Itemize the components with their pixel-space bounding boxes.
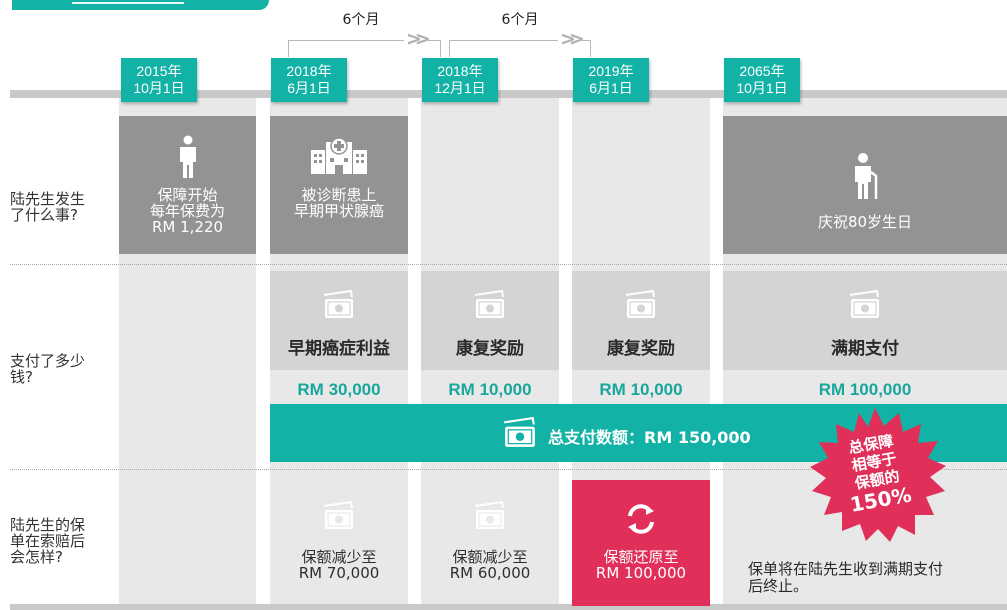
after-claim-col-2: 保额减少至 RM 60,000 <box>421 480 559 606</box>
row-label-line: 单在索赔后 <box>10 532 86 550</box>
event-box-coverage-start: 保障开始 每年保费为 RM 1,220 <box>119 116 256 254</box>
event-text: 早期甲状腺癌 <box>293 202 384 220</box>
row-label-line: 支付了多少 <box>10 352 86 370</box>
event-text: 保障开始 <box>157 186 218 204</box>
double-chevron-right-icon: >> <box>404 29 431 49</box>
cash-icon <box>500 416 540 454</box>
double-chevron-right-icon: >> <box>558 29 585 49</box>
payment-box-maturity: 满期支付 <box>723 271 1007 370</box>
date-day: 10月1日 <box>133 80 185 96</box>
payment-box-early-cancer: 早期癌症利益 <box>270 271 408 370</box>
payment-label: 康复奖励 <box>607 339 675 359</box>
date-year: 2018年 <box>437 63 483 79</box>
interval-label-1: 6个月 <box>342 12 380 28</box>
cash-icon <box>270 289 408 325</box>
policy-termination-text: 保单将在陆先生收到满期支付 后终止。 <box>748 561 998 595</box>
date-day: 12月1日 <box>434 80 486 96</box>
date-day: 6月1日 <box>589 80 633 96</box>
cash-icon <box>723 289 1007 325</box>
after-claim-text: 保额减少至 <box>452 548 528 566</box>
after-claim-text: RM 60,000 <box>449 564 531 582</box>
payment-box-recovery-2: 康复奖励 <box>572 271 710 370</box>
event-text: RM 1,220 <box>151 218 224 236</box>
row-label-line: 陆先生的保 <box>10 516 86 534</box>
timeline-bar <box>10 90 1007 98</box>
payment-label: 满期支付 <box>831 339 899 359</box>
cash-icon <box>572 289 710 325</box>
payment-amount: RM 10,000 <box>599 380 683 399</box>
row-label-payment: 支付了多少钱? <box>10 353 85 385</box>
bottom-bar <box>10 604 1007 610</box>
date-day: 10月1日 <box>736 80 788 96</box>
row-label-line: 钱? <box>10 368 33 386</box>
event-box-birthday: 庆祝80岁生日 <box>723 116 1007 254</box>
payment-amount: RM 30,000 <box>297 380 381 399</box>
after-claim-text: RM 100,000 <box>595 564 687 582</box>
row-divider-2 <box>10 469 1007 470</box>
payment-amount: RM 100,000 <box>818 380 912 399</box>
event-text: 每年保费为 <box>149 202 225 220</box>
cash-icon <box>421 289 559 325</box>
after-claim-text: 后终止。 <box>748 577 809 595</box>
row-label-policy: 陆先生的保单在索赔后会怎样? <box>10 517 85 565</box>
row-label-event: 陆先生发生了什么事? <box>10 191 85 223</box>
date-day: 6月1日 <box>287 80 331 96</box>
date-year: 2019年 <box>588 63 634 79</box>
after-claim-text: RM 70,000 <box>298 564 380 582</box>
refresh-icon <box>572 502 710 539</box>
event-text: 被诊断患上 <box>301 186 377 204</box>
cash-icon <box>270 500 408 535</box>
after-claim-text: 保单将在陆先生收到满期支付 <box>748 560 944 578</box>
row-label-line: 陆先生发生 <box>10 190 86 208</box>
row-label-line: 了什么事? <box>10 206 78 224</box>
after-claim-col-1: 保额减少至 RM 70,000 <box>270 480 408 606</box>
row-divider-1 <box>10 264 1007 265</box>
payment-box-recovery-1: 康复奖励 <box>421 271 559 370</box>
header-tab <box>12 0 269 10</box>
after-claim-text: 保额还原至 <box>603 548 679 566</box>
cash-icon <box>421 500 559 535</box>
hospital-icon <box>270 136 408 179</box>
interval-bracket-1 <box>288 40 441 57</box>
payment-label: 康复奖励 <box>456 339 524 359</box>
date-year: 2015年 <box>136 63 182 79</box>
payment-label: 早期癌症利益 <box>288 339 390 359</box>
after-claim-restore-box: 保额还原至 RM 100,000 <box>572 480 710 606</box>
date-year: 2065年 <box>739 63 785 79</box>
date-year: 2018年 <box>286 63 332 79</box>
header-tab-line <box>72 2 184 4</box>
event-box-diagnosis: 被诊断患上 早期甲状腺癌 <box>270 116 408 254</box>
total-payment-text: 总支付数额：RM 150,000 <box>548 428 751 447</box>
event-text: 庆祝80岁生日 <box>817 213 913 231</box>
after-claim-text: 保额减少至 <box>301 548 377 566</box>
person-icon <box>119 135 256 182</box>
payment-amount: RM 10,000 <box>448 380 532 399</box>
interval-label-2: 6个月 <box>501 12 539 28</box>
interval-bracket-2 <box>449 40 591 57</box>
row-label-line: 会怎样? <box>10 548 63 566</box>
elderly-person-icon <box>723 152 1007 203</box>
coverage-starburst-badge: 总保障 相等于 保额的 150% <box>800 405 950 543</box>
